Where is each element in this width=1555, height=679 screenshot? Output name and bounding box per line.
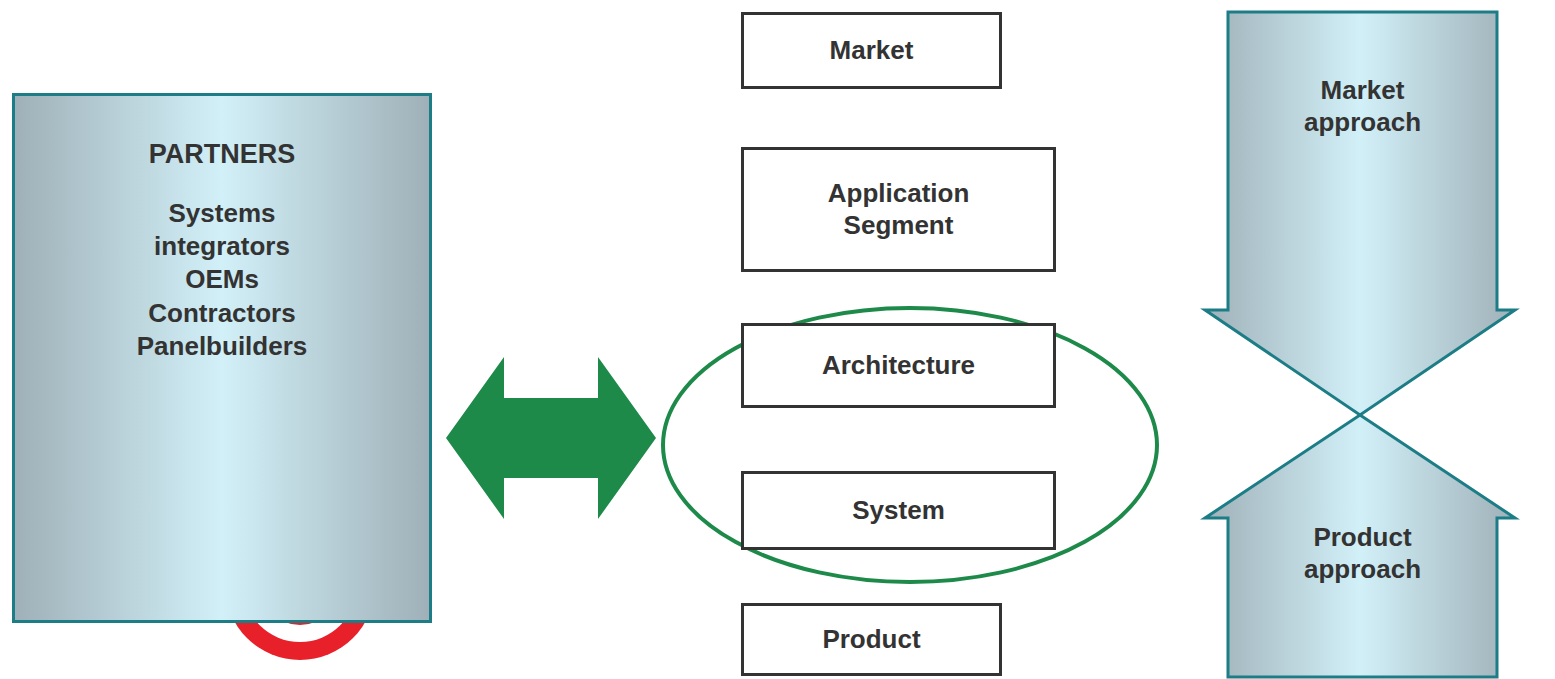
level-label: System (852, 495, 945, 527)
panel-heading: PARTNERS (15, 138, 429, 171)
level-label: Architecture (822, 350, 975, 382)
level-label: Application Segment (828, 178, 970, 241)
arrow-outline (1200, 10, 1520, 420)
level-box: System (741, 471, 1056, 550)
partner-list: Systems integrators OEMs Contractors Pan… (137, 197, 308, 363)
double-arrow (446, 357, 656, 519)
level-box: Application Segment (741, 147, 1056, 272)
approach-label: Market approach (1304, 75, 1421, 138)
level-box: Market (741, 12, 1002, 89)
up-arrow-shape: Product approach (1200, 410, 1520, 677)
partner-panel: PARTNERS Systems integrators OEMs Contrac… (12, 93, 432, 623)
level-label: Market (830, 35, 914, 67)
focus-ellipse: ArchitectureSystem (660, 305, 1160, 585)
level-label: Product (822, 624, 920, 656)
level-box: Product (741, 603, 1002, 676)
level-box: Architecture (741, 323, 1056, 408)
approach-label: Product approach (1304, 522, 1421, 585)
down-arrow-shape: Market approach (1200, 10, 1520, 420)
